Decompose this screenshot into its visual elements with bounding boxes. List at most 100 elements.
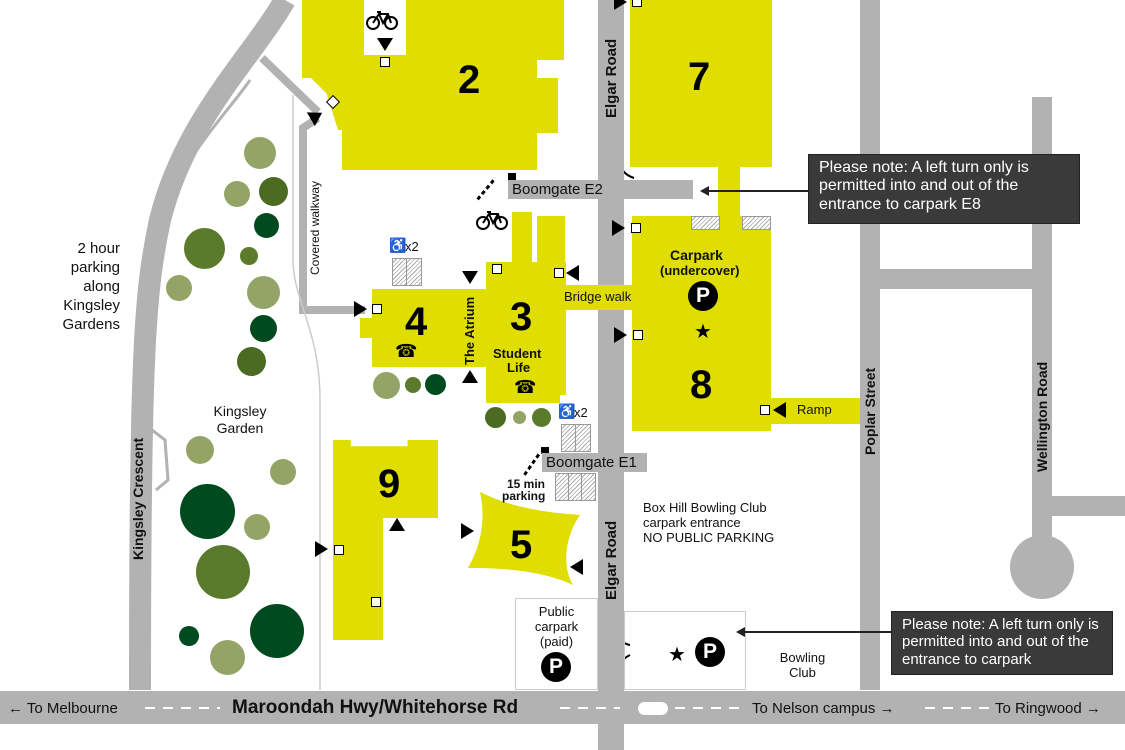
bridge-walk[interactable] — [566, 285, 632, 310]
label-line: Kingsley — [63, 297, 120, 314]
building-2-top[interactable] — [406, 0, 564, 60]
atrium-entry-arrow — [462, 370, 478, 383]
entry-arrow — [315, 541, 328, 557]
entry-arrow — [354, 301, 367, 317]
building-5[interactable] — [466, 490, 586, 590]
building-4[interactable] — [372, 289, 487, 367]
boomgate-e1-post — [541, 447, 549, 454]
highway-dash-1 — [145, 707, 220, 709]
building-7[interactable] — [630, 0, 772, 167]
label-line: Box Hill Bowling Club — [643, 500, 767, 515]
door-icon — [371, 597, 381, 607]
tree — [425, 374, 446, 395]
building-3-number: 3 — [510, 295, 533, 339]
note-e8-pointer — [708, 190, 810, 192]
label-line: parking — [70, 259, 120, 276]
two-hour-parking-label: 2 hour parking along Kingsley Gardens — [40, 239, 120, 334]
accessible-parking-bay — [575, 424, 591, 452]
parking-bay — [742, 216, 771, 230]
public-carpark-parking-icon: P — [541, 652, 571, 682]
tree — [259, 177, 288, 206]
short-term-parking-bay — [581, 473, 596, 501]
building-8-number: 8 — [690, 363, 713, 407]
building-5-entry-arrow — [570, 559, 583, 575]
entry-arrow — [614, 0, 627, 10]
label-line: Kingsley — [213, 403, 267, 419]
note-e8: Please note: A left turn only is permitt… — [808, 154, 1080, 224]
tree — [240, 247, 258, 265]
building-3-phone-icon: ☎ — [514, 377, 537, 397]
entry-arrow — [612, 220, 625, 236]
wellington-road-label: Wellington Road — [1034, 361, 1050, 472]
door-icon — [760, 405, 770, 415]
door-icon — [492, 264, 502, 274]
tree — [270, 459, 296, 485]
tree — [166, 275, 192, 301]
carpark-e8-parking-icon: P — [688, 281, 718, 311]
label-line: Garden — [216, 420, 264, 436]
label-line: along — [83, 278, 120, 295]
public-carpark-area[interactable] — [515, 598, 598, 690]
bicycle-icon — [366, 10, 398, 34]
tree — [180, 484, 235, 539]
label-line: Bowling — [779, 650, 826, 665]
label-line: Gardens — [62, 316, 120, 333]
building-2-main[interactable] — [342, 55, 537, 170]
label-line: 2 hour — [77, 240, 120, 257]
building-4-number: 4 — [405, 300, 428, 344]
label-line: Club — [789, 665, 816, 680]
tree — [532, 408, 551, 427]
tree — [485, 407, 506, 428]
label-line: carpark entrance — [643, 515, 741, 530]
door-icon — [632, 0, 642, 7]
tree — [405, 377, 421, 393]
elgar-road-label-top: Elgar Road — [603, 38, 620, 118]
building-9-leg — [333, 518, 383, 640]
label-line: carpark — [534, 619, 579, 634]
kingsley-garden-label: Kingsley Garden — [200, 403, 280, 437]
entry-arrow — [377, 38, 393, 51]
building-3-top2 — [537, 216, 565, 264]
tree — [186, 436, 214, 464]
building-3[interactable] — [486, 262, 566, 395]
accessible-parking-icon: ♿ — [558, 403, 576, 419]
boomgate-e1-label: Boomgate E1 — [542, 453, 647, 472]
tree — [184, 228, 225, 269]
tree — [244, 137, 276, 169]
tree — [179, 626, 199, 646]
label-line: (paid) — [539, 634, 574, 649]
tree — [210, 640, 245, 675]
building-8-carpark[interactable] — [632, 216, 771, 431]
tree — [237, 347, 266, 376]
entry-arrow — [389, 518, 405, 531]
tree — [513, 411, 526, 424]
label-line: NO PUBLIC PARKING — [643, 530, 775, 545]
bowling-club-carpark-area[interactable] — [624, 611, 746, 690]
building-3-bottom — [486, 395, 560, 403]
fifteen-min-parking-2: parking — [502, 489, 546, 503]
building-7-connector — [718, 167, 740, 217]
accessible-count: x2 — [574, 405, 588, 420]
elgar-road-label-bottom: Elgar Road — [603, 520, 620, 600]
boomgate-e2-label: Boomgate E2 — [508, 180, 693, 199]
door-icon — [554, 268, 564, 278]
accessible-parking-icon: ♿ — [389, 237, 407, 253]
door-icon — [334, 545, 344, 555]
building-9-number: 9 — [378, 462, 401, 506]
public-carpark-label: Public carpark (paid) — [515, 604, 598, 649]
student-life-label-2: Life — [507, 360, 531, 375]
building-9[interactable] — [333, 440, 438, 518]
note-e8-pointer-head — [700, 186, 709, 196]
door-icon — [380, 57, 390, 67]
tree — [196, 545, 250, 599]
building-7-number: 7 — [688, 55, 711, 99]
highway-median — [638, 702, 668, 715]
building-2-right[interactable] — [537, 78, 558, 133]
fifteen-min-parking-1: 15 min — [507, 477, 546, 491]
to-nelson-label: To Nelson campus → — [752, 700, 895, 717]
ramp-label: Ramp — [797, 402, 832, 417]
building-5-number: 5 — [510, 523, 533, 567]
parking-bay — [691, 216, 720, 230]
tree — [254, 213, 279, 238]
entry-arrow — [773, 402, 786, 418]
